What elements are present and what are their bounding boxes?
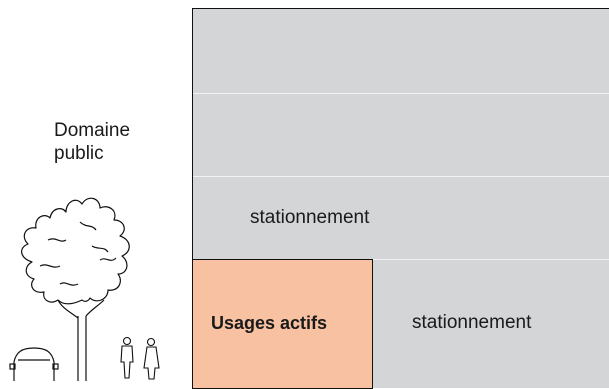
parking-label-lower: stationnement xyxy=(412,312,532,333)
active-uses-label: Usages actifs xyxy=(211,313,328,333)
active-uses-block xyxy=(192,259,373,389)
floor-divider xyxy=(193,176,609,177)
pedestrian-icon xyxy=(143,337,160,380)
floor-divider xyxy=(193,259,609,260)
tree-icon xyxy=(21,197,130,381)
street-scene xyxy=(9,197,160,381)
public-domain-label: Domaine public xyxy=(54,120,131,164)
parking-label-upper: stationnement xyxy=(250,207,370,228)
car-icon xyxy=(9,347,59,381)
floor-divider xyxy=(193,93,609,94)
pedestrian-icon xyxy=(120,336,134,379)
